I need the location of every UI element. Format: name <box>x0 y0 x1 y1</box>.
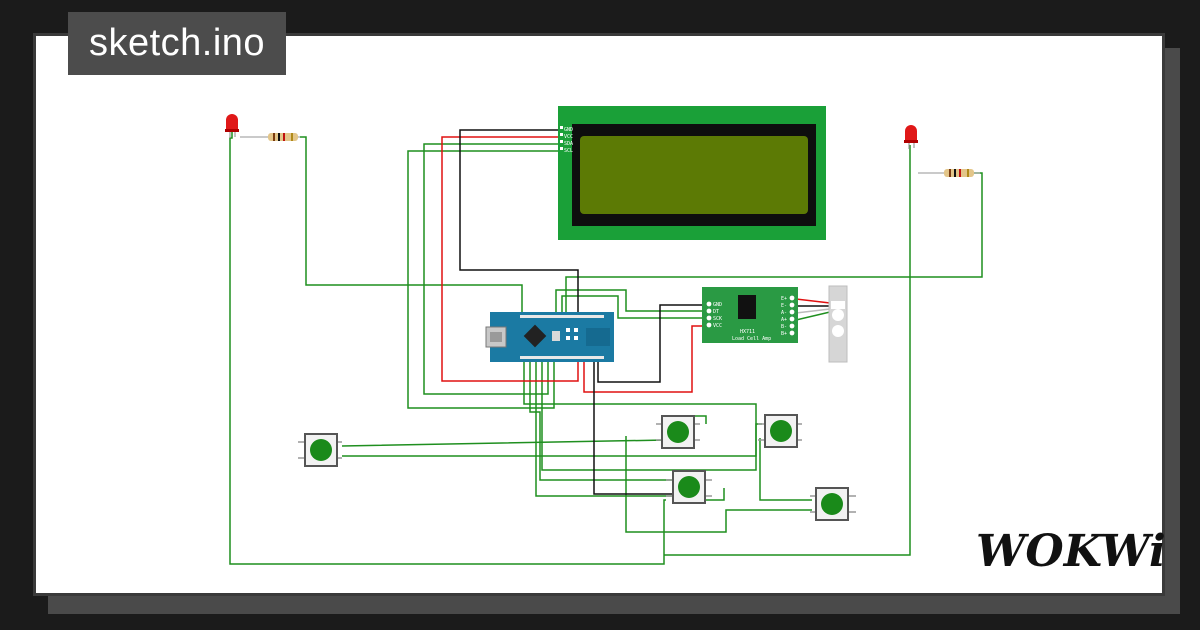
wire-led-left-ground[interactable] <box>229 132 666 565</box>
wire-led-right[interactable] <box>664 145 911 556</box>
wire-btn6[interactable] <box>759 438 812 501</box>
lcd-pin-header: GND VCC SDA SCL <box>560 126 573 154</box>
usb-icon <box>485 326 507 348</box>
wire-btn2[interactable] <box>529 360 672 481</box>
pushbutton-icon[interactable] <box>810 487 856 521</box>
hx-pin-a-plus: A+ <box>781 317 787 323</box>
hx711-title: HX711 <box>740 329 755 335</box>
resistor-icon[interactable] <box>918 169 980 177</box>
hx711-chip <box>738 295 756 319</box>
wokwi-logo: WOKWi <box>976 526 1166 577</box>
wire-lcd-scl[interactable] <box>407 150 561 409</box>
hx711-module[interactable]: GND DT SCK VCC E+ E- A- A+ B- B+ HX711 L… <box>702 287 798 343</box>
wire-lcd-vcc[interactable] <box>441 136 579 382</box>
lcd-display[interactable]: GND VCC SDA SCL <box>558 106 826 240</box>
pushbutton-icon[interactable] <box>298 433 342 467</box>
hx-pin-b-plus: B+ <box>781 331 787 337</box>
hx711-subtitle: Load Cell Amp <box>732 336 771 342</box>
wires <box>229 129 983 565</box>
led-icon[interactable] <box>904 125 918 149</box>
project-filename[interactable]: sketch.ino <box>68 12 286 75</box>
hx-pin-gnd: GND <box>713 302 722 308</box>
wire-hx-gnd[interactable] <box>597 304 704 383</box>
hx-pin-e-plus: E+ <box>781 296 787 302</box>
led-icon[interactable] <box>225 114 239 138</box>
load-cell-icon[interactable] <box>828 285 848 363</box>
lcd-pin-sda: SDA <box>564 141 573 147</box>
wire-btn1b[interactable] <box>342 360 757 457</box>
lcd-pin-scl: SCL <box>564 148 573 154</box>
wire-lcd-gnd[interactable] <box>459 129 579 318</box>
hx-pin-b-minus: B- <box>781 324 787 330</box>
wire-hx-sck[interactable] <box>561 295 704 319</box>
wire-btn1[interactable] <box>341 415 707 447</box>
hx-pin-sck: SCK <box>713 316 722 322</box>
resistor-icon[interactable] <box>240 133 300 141</box>
wire-loadcell-white[interactable] <box>795 308 831 314</box>
pushbutton-icon[interactable] <box>758 414 802 448</box>
wire-btn5[interactable] <box>625 436 812 533</box>
pushbutton-icon[interactable] <box>656 415 700 449</box>
wire-lcd-sda[interactable] <box>423 143 561 395</box>
wire-resistor-left-nano[interactable] <box>300 136 523 318</box>
wire-loadcell-green[interactable] <box>795 311 831 321</box>
wire-hx-dt[interactable] <box>555 289 704 318</box>
hx-pin-dt: DT <box>713 309 719 315</box>
nano-chip <box>523 324 547 348</box>
lcd-pin-vcc: VCC <box>564 134 573 140</box>
wire-btn-gnd[interactable] <box>593 362 672 495</box>
hx-pin-vcc: VCC <box>713 323 722 329</box>
wire-btn-common[interactable] <box>698 488 725 501</box>
wire-btn4[interactable] <box>541 360 762 471</box>
pushbutton-icon[interactable] <box>666 470 712 504</box>
arduino-nano[interactable] <box>485 312 614 362</box>
wire-hx-vcc[interactable] <box>583 325 704 393</box>
lcd-pin-gnd: GND <box>564 127 573 133</box>
hx-pin-a-minus: A- <box>781 310 787 316</box>
hx-pin-e-minus: E- <box>781 303 787 309</box>
wire-loadcell-red[interactable] <box>795 298 831 304</box>
